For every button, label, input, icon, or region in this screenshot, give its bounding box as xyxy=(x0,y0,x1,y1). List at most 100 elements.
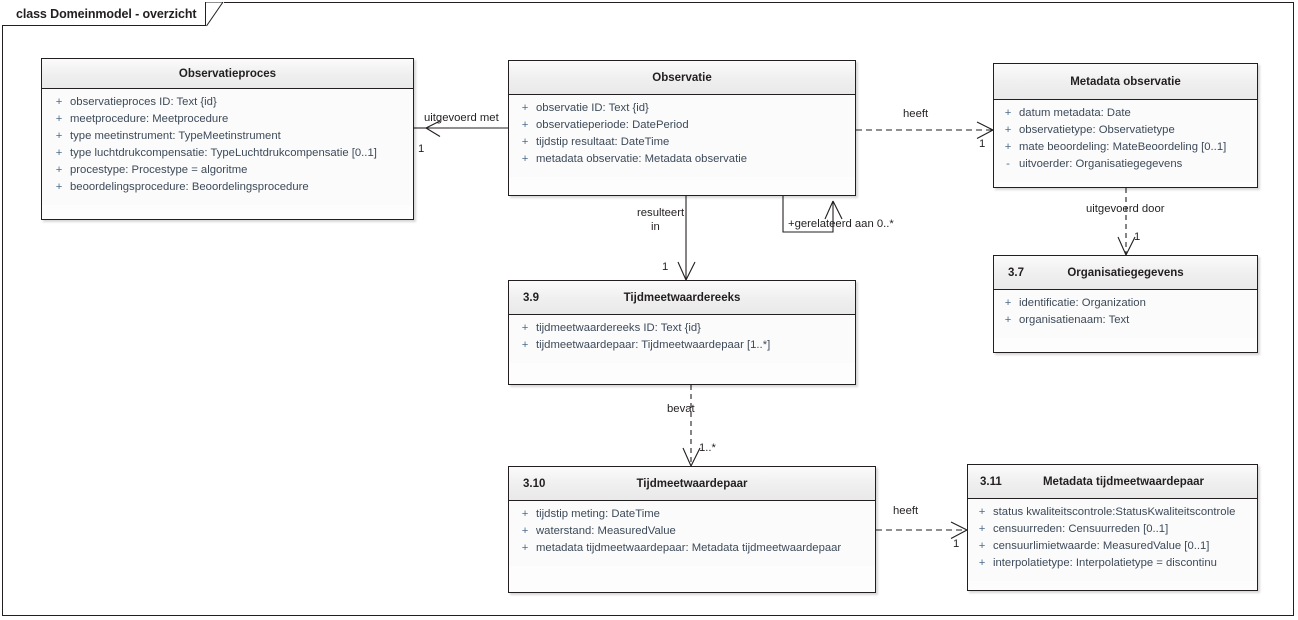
attribute-row: + metadata observatie: Metadata observat… xyxy=(514,153,855,170)
class-title-tijdmeetwaardereeks: Tijdmeetwaardereeks xyxy=(623,291,741,304)
attribute-visibility: + xyxy=(978,523,986,535)
attribute-row: + observatieproces ID: Text {id} xyxy=(48,96,413,113)
class-attributes-metadata-observatie: + datum metadata: Date + observatietype:… xyxy=(994,100,1257,182)
attribute-text: uitvoerder: Organisatiegegevens xyxy=(1019,158,1183,170)
edge-label-bevat: bevat xyxy=(667,403,695,415)
attribute-visibility: + xyxy=(1004,297,1012,309)
attribute-text: procestype: Procestype = algoritme xyxy=(70,164,248,176)
edge-mult-uitgevoerd-door: 1 xyxy=(1134,231,1141,243)
attribute-text: identificatie: Organization xyxy=(1019,297,1146,309)
frame-tab-corner xyxy=(205,2,224,27)
attribute-visibility: + xyxy=(521,102,529,114)
class-number-tijdmeetwaardepaar: 3.10 xyxy=(523,477,546,490)
edge-label-resulteert: resulteert xyxy=(637,207,685,219)
attribute-row: + mate beoordeling: MateBeoordeling [0..… xyxy=(997,141,1257,158)
attribute-row: + type meetinstrument: TypeMeetinstrumen… xyxy=(48,130,413,147)
class-header-metadata-observatie: Metadata observatie xyxy=(994,64,1257,100)
edge-label-uitgevoerd-door: uitgevoerd door xyxy=(1086,203,1165,215)
class-attributes-observatieproces: + observatieproces ID: Text {id} + meetp… xyxy=(42,89,413,205)
attribute-row: + organisatienaam: Text xyxy=(997,314,1257,331)
attribute-text: tijdstip resultaat: DateTime xyxy=(536,136,670,148)
class-attributes-tijdmeetwaardereeks: + tijdmeetwaardereeks ID: Text {id} + ti… xyxy=(509,315,855,363)
class-header-organisatiegegevens: 3.7 Organisatiegegevens xyxy=(994,256,1257,290)
class-box-metadata-tijdmeetwaardepaar[interactable]: 3.11 Metadata tijdmeetwaardepaar + statu… xyxy=(967,464,1258,591)
attribute-row: - uitvoerder: Organisatiegegevens xyxy=(997,158,1257,175)
class-title-observatieproces: Observatieproces xyxy=(178,67,277,80)
attribute-row: + observatietype: Observatietype xyxy=(997,124,1257,141)
class-box-tijdmeetwaardepaar[interactable]: 3.10 Tijdmeetwaardepaar + tijdstip metin… xyxy=(508,466,876,593)
attribute-visibility: + xyxy=(1004,314,1012,326)
attribute-text: observatie ID: Text {id} xyxy=(536,102,649,114)
attribute-text: metadata observatie: Metadata observatie xyxy=(536,153,748,165)
attribute-row: + metadata tijdmeetwaardepaar: Metadata … xyxy=(514,542,875,559)
diagram-title: class Domeinmodel - overzicht xyxy=(16,6,197,21)
attribute-visibility: + xyxy=(55,113,63,125)
attribute-text: censuurreden: Censuurreden [0..1] xyxy=(993,523,1169,535)
attribute-visibility: - xyxy=(1006,158,1010,170)
class-number-organisatiegegevens: 3.7 xyxy=(1008,266,1024,279)
attribute-row: + status kwaliteitscontrole:StatusKwalit… xyxy=(971,506,1257,523)
attribute-row: + tijdstip meting: DateTime xyxy=(514,508,875,525)
attribute-visibility: + xyxy=(978,540,986,552)
attribute-text: tijdstip meting: DateTime xyxy=(536,508,660,520)
class-title-metadata-tijdmeetwaardepaar: Metadata tijdmeetwaardepaar xyxy=(1042,475,1205,488)
class-box-observatieproces[interactable]: Observatieproces + observatieproces ID: … xyxy=(41,58,414,220)
class-number-metadata-tijdmeetwaardepaar: 3.11 xyxy=(980,475,1002,488)
attribute-visibility: + xyxy=(55,181,63,193)
attribute-visibility: + xyxy=(521,153,529,165)
diagram-frame-tab: class Domeinmodel - overzicht xyxy=(2,2,224,27)
attribute-row: + datum metadata: Date xyxy=(997,107,1257,124)
attribute-visibility: + xyxy=(521,339,529,351)
class-title-observatie: Observatie xyxy=(652,71,712,84)
edge-label-heeft-paar: heeft xyxy=(893,505,919,517)
class-box-tijdmeetwaardereeks[interactable]: 3.9 Tijdmeetwaardereeks + tijdmeetwaarde… xyxy=(508,280,856,385)
attribute-visibility: + xyxy=(1004,141,1012,153)
attribute-text: type meetinstrument: TypeMeetinstrument xyxy=(70,130,281,142)
attribute-visibility: + xyxy=(521,322,529,334)
attribute-text: type luchtdrukcompensatie: TypeLuchtdruk… xyxy=(70,147,377,159)
attribute-row: + waterstand: MeasuredValue xyxy=(514,525,875,542)
attribute-row: + type luchtdrukcompensatie: TypeLuchtdr… xyxy=(48,147,413,164)
attribute-text: meetprocedure: Meetprocedure xyxy=(70,113,229,125)
attribute-visibility: + xyxy=(55,96,63,108)
attribute-row: + tijdmeetwaardepaar: Tijdmeetwaardepaar… xyxy=(514,339,855,356)
class-header-metadata-tijdmeetwaardepaar: 3.11 Metadata tijdmeetwaardepaar xyxy=(968,465,1257,499)
class-box-observatie[interactable]: Observatie + observatie ID: Text {id} + … xyxy=(508,60,856,196)
class-header-tijdmeetwaardepaar: 3.10 Tijdmeetwaardepaar xyxy=(509,467,875,501)
edge-mult-heeft-observatie: 1 xyxy=(979,138,986,150)
attribute-text: observatieproces ID: Text {id} xyxy=(70,96,217,108)
class-box-organisatiegegevens[interactable]: 3.7 Organisatiegegevens + identificatie:… xyxy=(993,255,1258,353)
attribute-visibility: + xyxy=(521,525,529,537)
attribute-text: beoordelingsprocedure: Beoordelingsproce… xyxy=(70,181,309,193)
attribute-text: mate beoordeling: MateBeoordeling [0..1] xyxy=(1019,141,1227,153)
attribute-visibility: + xyxy=(978,506,986,518)
class-attributes-organisatiegegevens: + identificatie: Organization + organisa… xyxy=(994,290,1257,338)
attribute-text: interpolatietype: Interpolatietype = dis… xyxy=(993,557,1217,569)
attribute-visibility: + xyxy=(55,130,63,142)
class-header-observatie: Observatie xyxy=(509,61,855,95)
attribute-text: tijdmeetwaardereeks ID: Text {id} xyxy=(536,322,701,334)
attribute-text: observatieperiode: DatePeriod xyxy=(536,119,689,131)
attribute-visibility: + xyxy=(521,136,529,148)
class-title-metadata-observatie: Metadata observatie xyxy=(1070,75,1181,88)
class-box-metadata-observatie[interactable]: Metadata observatie + datum metadata: Da… xyxy=(993,63,1258,188)
attribute-text: observatietype: Observatietype xyxy=(1019,124,1175,136)
attribute-text: metadata tijdmeetwaardepaar: Metadata ti… xyxy=(536,542,842,554)
class-title-organisatiegegevens: Organisatiegegevens xyxy=(1067,266,1184,279)
attribute-text: tijdmeetwaardepaar: Tijdmeetwaardepaar [… xyxy=(536,339,771,351)
attribute-row: + observatie ID: Text {id} xyxy=(514,102,855,119)
attribute-row: + censuurlimietwaarde: MeasuredValue [0.… xyxy=(971,540,1257,557)
attribute-visibility: + xyxy=(978,557,986,569)
class-attributes-tijdmeetwaardepaar: + tijdstip meting: DateTime + waterstand… xyxy=(509,501,875,566)
attribute-row: + tijdmeetwaardereeks ID: Text {id} xyxy=(514,322,855,339)
edge-label-heeft-observatie: heeft xyxy=(903,108,929,120)
edge-label-resulteert-in: in xyxy=(651,221,660,233)
class-header-tijdmeetwaardereeks: 3.9 Tijdmeetwaardereeks xyxy=(509,281,855,315)
attribute-row: + identificatie: Organization xyxy=(997,297,1257,314)
class-attributes-metadata-tijdmeetwaardepaar: + status kwaliteitscontrole:StatusKwalit… xyxy=(968,499,1257,581)
attribute-text: datum metadata: Date xyxy=(1019,107,1131,119)
attribute-text: censuurlimietwaarde: MeasuredValue [0..1… xyxy=(993,540,1210,552)
attribute-row: + procestype: Procestype = algoritme xyxy=(48,164,413,181)
